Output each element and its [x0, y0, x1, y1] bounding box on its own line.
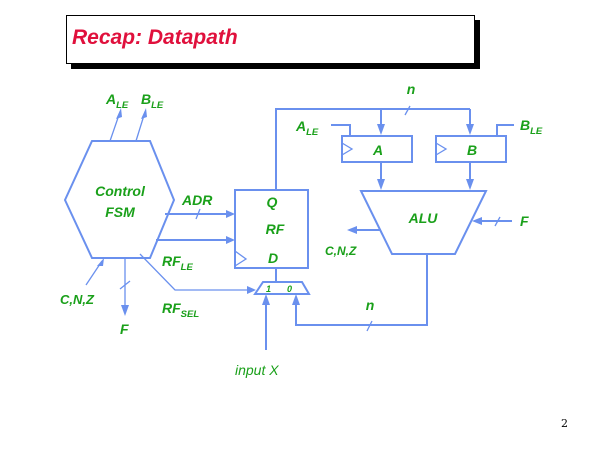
adr-arrowhead [226, 210, 235, 218]
adr-label: ADR [181, 192, 213, 208]
f-to-alu-bus-slash [494, 216, 501, 227]
cnz-input-arrowhead [97, 258, 104, 266]
input-x-label: input X [235, 362, 279, 378]
bottom-bus-width-label: n [366, 297, 375, 313]
b-le-top-label: BLE [141, 91, 164, 111]
rf-sel-label: RFSEL [162, 300, 199, 320]
mux-input-1-label: 1 [266, 284, 271, 294]
rf-q-bus [275, 108, 470, 190]
adr-bus-slash [195, 208, 201, 220]
alu-block [359, 190, 488, 255]
a-le-arrowhead [116, 108, 122, 119]
cnz-output-arrowhead [347, 226, 357, 234]
b-le-arrowhead [141, 108, 147, 119]
rf-le-arrowhead [226, 236, 235, 244]
f-input-label: F [520, 213, 529, 229]
a-le-top-label: ALE [105, 91, 129, 111]
reg-b-label: B [467, 142, 477, 158]
a-to-alu-arrowhead [377, 179, 385, 190]
rf-clock-icon [234, 250, 248, 267]
rf-name-label: RF [266, 221, 285, 237]
bus-to-b-arrowhead [466, 124, 474, 135]
title-box: Recap: Datapath [66, 15, 475, 64]
alu-label: ALU [408, 210, 439, 226]
reg-a-label: A [372, 142, 383, 158]
top-bus-width-label: n [407, 81, 416, 97]
f-output-bus-slash [119, 280, 131, 290]
register-a-block [341, 135, 413, 163]
f-output-arrowhead [121, 305, 129, 316]
rf-q-port-label: Q [267, 194, 278, 210]
cnz-input-label: C,N,Z [60, 292, 95, 307]
f-output-label: F [120, 321, 129, 337]
input-x-arrowhead [262, 294, 270, 305]
control-fsm-label-2: FSM [105, 204, 135, 220]
b-le-enable-wire [496, 124, 514, 136]
control-fsm-block [63, 140, 176, 259]
alu-feedback-bus [295, 254, 428, 326]
register-file-block [234, 189, 309, 269]
b-to-alu-arrowhead [466, 179, 474, 190]
page-number: 2 [561, 417, 568, 430]
rf-d-port-label: D [268, 250, 278, 266]
mux-block [253, 281, 311, 295]
cnz-output-label: C,N,Z [325, 244, 357, 258]
rf-le-label: RFLE [162, 253, 193, 273]
slide-title: Recap: Datapath [72, 26, 238, 49]
rf-sel-arrowhead [247, 286, 256, 294]
b-le-reg-label: BLE [520, 117, 543, 137]
f-to-alu-arrowhead [472, 217, 482, 225]
reg-a-clock-icon [341, 142, 354, 156]
a-le-reg-label: ALE [295, 118, 319, 138]
a-le-enable-wire [331, 124, 351, 136]
reg-b-clock-icon [435, 142, 448, 156]
mux-input-0-label: 0 [287, 284, 292, 294]
alu-to-mux-arrowhead [292, 294, 300, 305]
bottom-bus-slash [366, 320, 373, 332]
top-bus-slash [404, 105, 411, 116]
bus-to-a-arrowhead [377, 124, 385, 135]
control-fsm-label-1: Control [95, 183, 146, 199]
rf-sel-wire [139, 253, 252, 291]
